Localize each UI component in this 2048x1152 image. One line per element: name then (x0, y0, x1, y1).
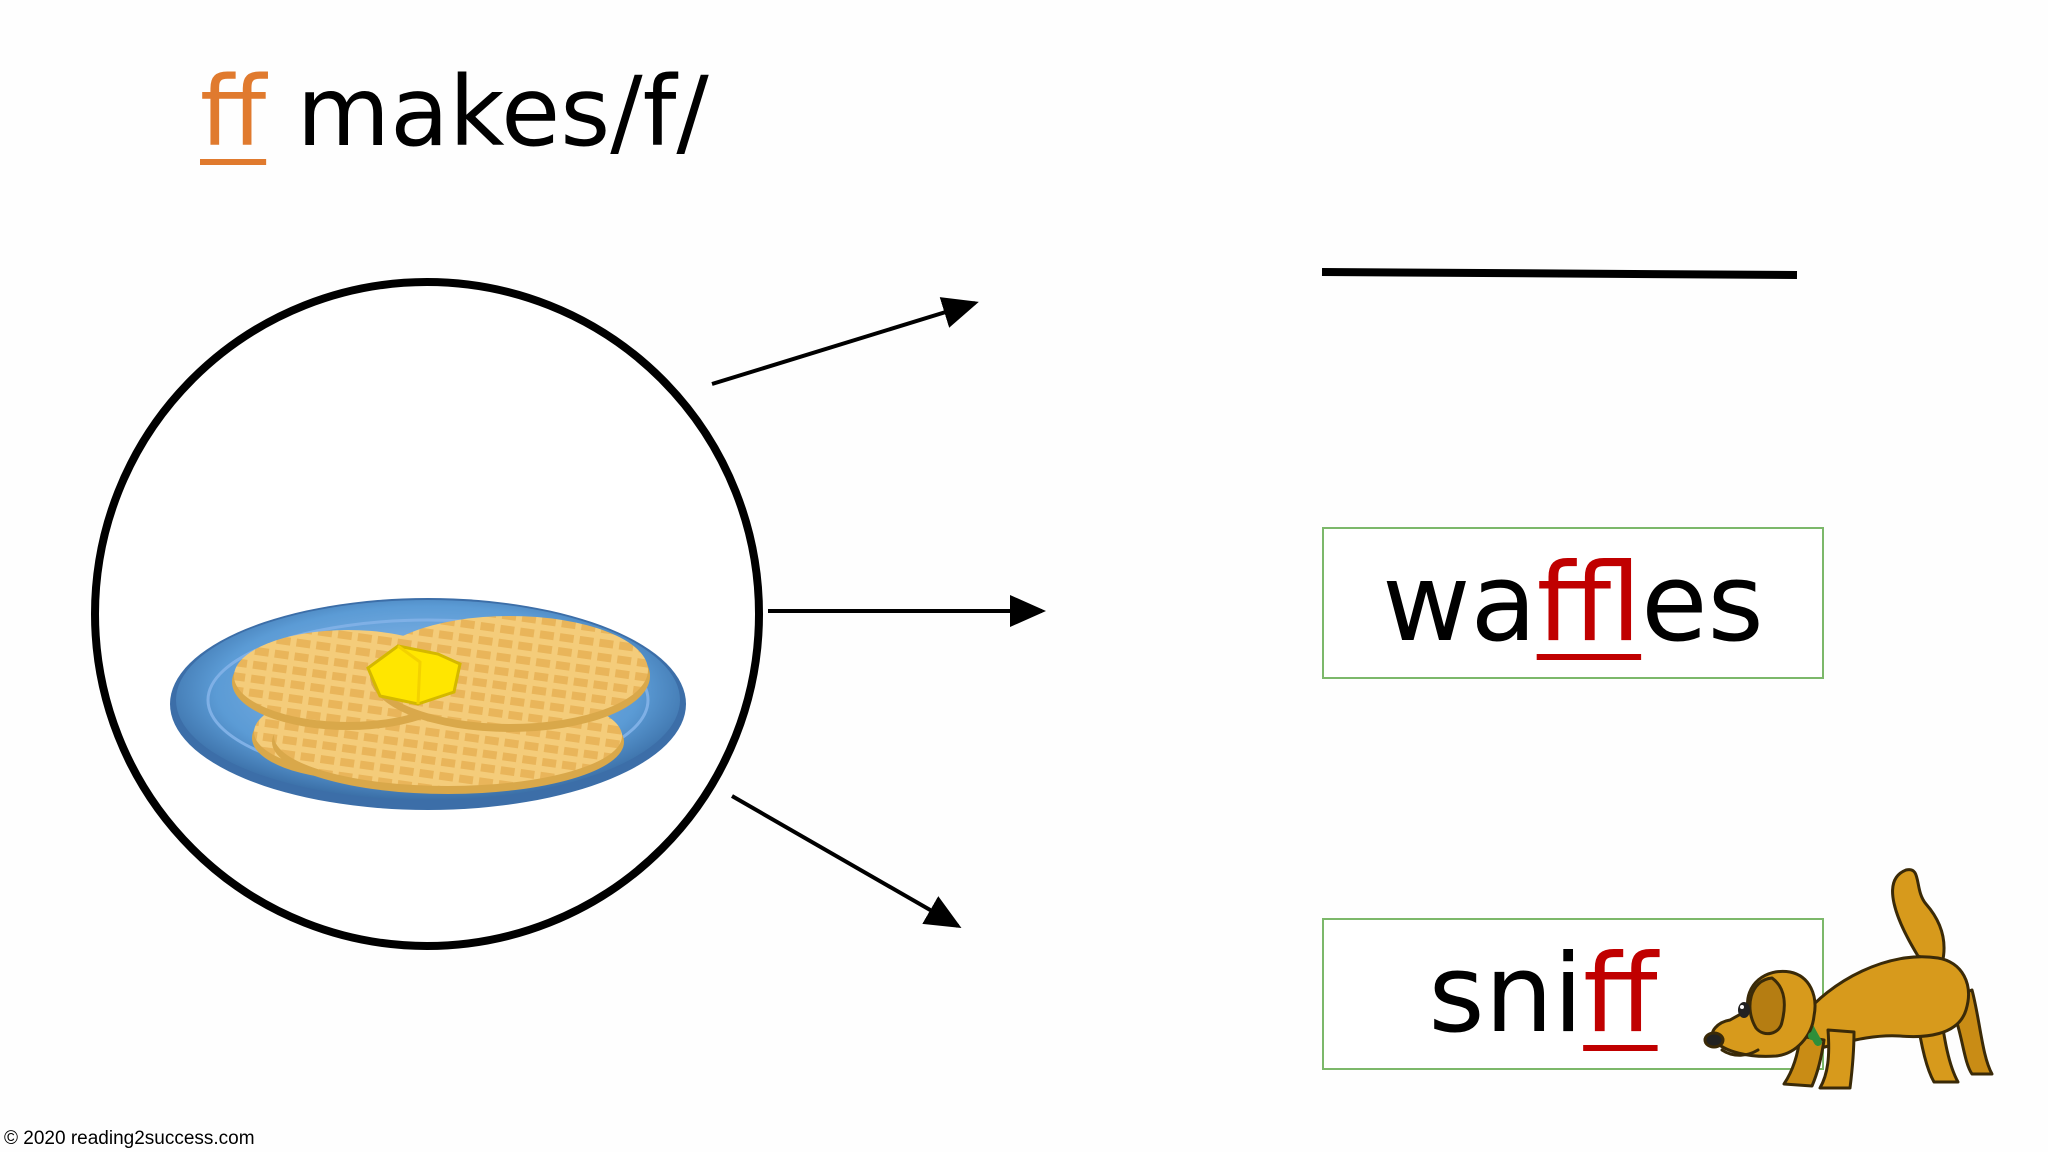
word-waffles-highlight: ff (1536, 540, 1642, 666)
word-waffles-end: les (1641, 540, 1764, 666)
word-waffles-start: wa (1382, 540, 1537, 666)
dog-sniffing-image (1703, 868, 1994, 1090)
title-highlight: ff (200, 56, 267, 168)
blank-answer-line (1321, 268, 1798, 279)
title-text: makes/f/ (266, 56, 709, 168)
page-title: ff makes/f/ (200, 59, 709, 166)
arrow-down (731, 794, 962, 928)
word-sniff-highlight: ff (1583, 931, 1658, 1057)
copyright-footer: © 2020 reading2success.com (4, 1128, 255, 1149)
word-waffles: waffles (1382, 541, 1764, 666)
word-sniff-start: sni (1428, 931, 1584, 1057)
arrow-up (711, 297, 979, 386)
word-card-waffles: waffles (1322, 527, 1824, 679)
waffles-plate-image (170, 598, 686, 810)
word-sniff: sniff (1428, 932, 1657, 1057)
